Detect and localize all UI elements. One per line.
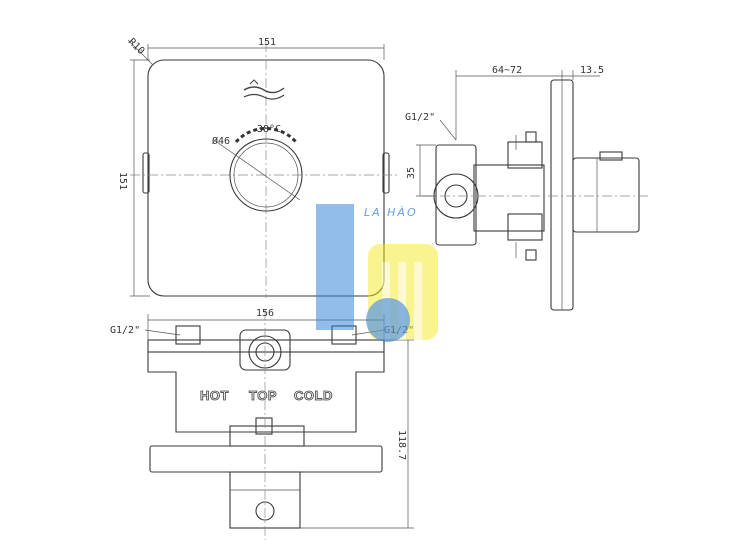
- dial-diameter-label: Ø46: [212, 135, 230, 147]
- bottom-height-label: 118.7: [396, 430, 407, 460]
- side-plate-label: 13.5: [580, 65, 604, 76]
- side-thread-leader: [439, 119, 457, 141]
- dial-outer: [229, 138, 303, 212]
- bottom-handle-hole: [255, 501, 275, 521]
- bottom-valve-body: [147, 351, 385, 433]
- bottom-width-label: 156: [256, 308, 274, 319]
- bottom-view: HOT TOP COLD 156 G1/2" G1/2" 118.7: [110, 308, 414, 540]
- dial-inner: [233, 142, 299, 208]
- faceplate-notch-left: [142, 152, 150, 194]
- bottom-pipe-bar: [147, 339, 385, 353]
- bottom-escutcheon: [149, 445, 383, 473]
- side-view: 64~72 13.5 G1/2" 35: [405, 65, 650, 311]
- side-height-label: 35: [406, 167, 417, 179]
- front-width-label: 151: [258, 37, 276, 48]
- watermark-blue-bar: [316, 204, 354, 330]
- label-hot: HOT: [200, 388, 229, 403]
- front-view: 38°C Ø46 151 R10 151: [117, 37, 398, 298]
- bottom-thread-left-label: G1/2": [110, 325, 140, 336]
- side-thread-label: G1/2": [405, 112, 435, 123]
- side-valve-body: [473, 164, 545, 232]
- faceplate-notch-right: [382, 152, 390, 194]
- watermark-text: LA HÀO: [364, 206, 418, 219]
- side-handle: [572, 157, 640, 233]
- corner-radius-label: R10: [126, 37, 147, 58]
- dial-temperature-marking: 38°C: [257, 124, 281, 135]
- label-top: TOP: [249, 388, 277, 403]
- side-inlet-fitting: [435, 144, 477, 246]
- temperature-scale-arc: [234, 127, 298, 144]
- watermark-blue-dot: [366, 298, 410, 342]
- watermark: LA HÀO: [316, 204, 438, 342]
- dial-diameter-line: [213, 139, 301, 201]
- label-cold: COLD: [294, 388, 333, 403]
- side-depth-label: 64~72: [492, 65, 522, 76]
- brand-logo-mark: [243, 79, 285, 100]
- front-height-label: 151: [117, 172, 128, 190]
- bottom-thread-left-leader: [144, 329, 181, 336]
